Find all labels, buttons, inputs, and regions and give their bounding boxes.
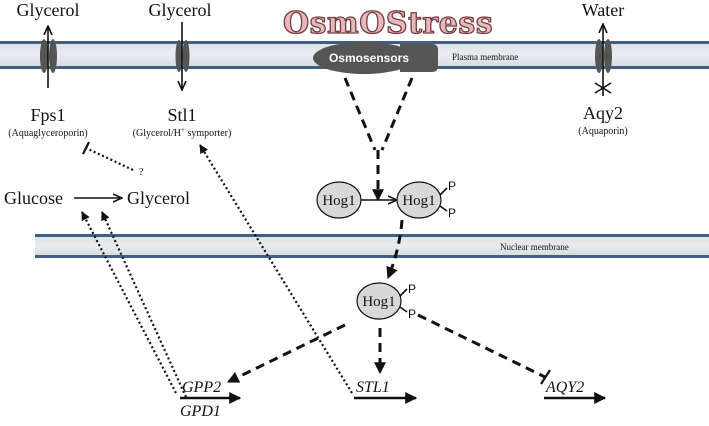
aqy2-label: Aqy2: [583, 103, 623, 123]
plasma-membrane-label: Plasma membrane: [452, 52, 518, 62]
phospho-label: P: [408, 282, 416, 296]
aqy2-channel: Water Aqy2 (Aquaporin): [578, 0, 627, 137]
phospho-label: P: [448, 179, 456, 193]
gene-stl1-label: STL1: [356, 379, 390, 396]
stl1-channel: Glycerol Stl1 (Glycerol/H+ symporter): [133, 0, 232, 139]
hog1-label: Hog1: [322, 193, 355, 209]
nuclear-membrane: Nuclear membrane: [35, 234, 709, 258]
aqy2-description: (Aquaporin): [578, 126, 627, 137]
water-label: Water: [582, 0, 625, 20]
fps1-channel: Glycerol Fps1 (Aquaglyceroporin): [8, 0, 87, 139]
hog1-phosphorylated: Hog1 P P: [396, 179, 456, 220]
nuclear-membrane-label: Nuclear membrane: [500, 242, 569, 252]
glycerol-import-label: Glycerol: [149, 0, 212, 20]
hog1-nuclear: Hog1 P P: [356, 282, 416, 321]
gene-gpd1-label: GPD1: [180, 403, 221, 420]
stl1-gene-to-transporter-dotted: [199, 144, 353, 394]
osmosensors: Osmosensors: [313, 42, 438, 74]
phospho-label: P: [448, 206, 456, 220]
gene-gpp2: GPP2 GPD1: [180, 379, 242, 420]
glycerol-synthesis: Glucose Glycerol: [4, 188, 190, 208]
gpd1-to-reaction-dotted-1: [81, 211, 177, 394]
nuclear-import-arrow: [386, 219, 404, 280]
gene-aqy2-label: AQY2: [545, 379, 584, 396]
fps1-inhibition-bar: [82, 141, 90, 155]
stl1-label: Stl1: [167, 105, 196, 125]
fps1-description: (Aquaglyceroporin): [8, 128, 87, 139]
gene-aqy2: AQY2: [544, 379, 607, 404]
fps1-label: Fps1: [30, 105, 65, 125]
glycerol-export-label: Glycerol: [17, 0, 80, 20]
gene-gpp2-label: GPP2: [182, 379, 221, 396]
hog1-nuclear-label: Hog1: [362, 294, 395, 310]
signal-arrow-right: [380, 77, 414, 151]
repression-arrow-aqy2: [417, 313, 546, 379]
hog1-p-label: Hog1: [402, 193, 435, 209]
repression-bar: [540, 369, 551, 385]
unknown-regulator: ?: [139, 167, 144, 178]
stl1-description: (Glycerol/H+ symporter): [133, 126, 232, 139]
fps1-regulation-dotted: [85, 147, 134, 171]
gene-stl1: STL1: [354, 379, 418, 404]
hog1-cytoplasmic: Hog1: [316, 181, 362, 219]
glycerol-product-label: Glycerol: [127, 188, 190, 208]
gpd1-to-reaction-dotted-2: [100, 211, 188, 398]
phospho-label: P: [408, 307, 416, 321]
osmosensors-label: Osmosensors: [329, 51, 409, 65]
diagram-title: OsmOStress: [283, 6, 493, 41]
activation-arrow-gpp2: [226, 323, 346, 384]
signal-arrow-left: [343, 77, 377, 151]
glucose-label: Glucose: [4, 188, 63, 208]
